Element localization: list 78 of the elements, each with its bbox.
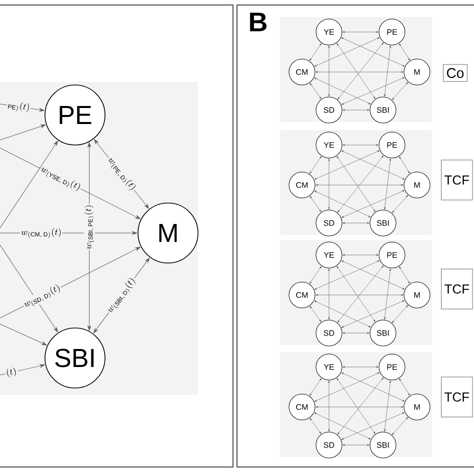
arrow <box>341 372 405 402</box>
arrow <box>341 300 405 328</box>
edge-label: $w_{\mathrm{(SBI,\,D)}}(t)$ <box>104 275 139 316</box>
arrow <box>392 305 408 323</box>
arrow <box>0 140 58 228</box>
arrow <box>342 222 370 224</box>
arrow <box>342 109 370 111</box>
arrow <box>392 82 408 100</box>
arrow <box>392 195 408 213</box>
arrow <box>0 244 58 332</box>
arrow <box>310 196 322 212</box>
arrow <box>342 254 378 256</box>
edge-label: $w_{\mathrm{(SD,\,D)}}(t)$ <box>21 282 64 311</box>
arrow <box>316 406 404 408</box>
arrow <box>316 294 404 296</box>
arrow <box>314 260 380 290</box>
arrow <box>336 378 376 434</box>
arrow <box>328 268 330 320</box>
arrow <box>314 300 371 328</box>
arrow <box>314 412 371 440</box>
arrow <box>310 306 322 322</box>
panel-letter: B <box>250 12 267 32</box>
condition-box: TCF <box>441 376 473 418</box>
arrow <box>310 83 322 99</box>
edge-label: ${}_{\mathrm{PE)}}(t)$ <box>6 100 32 114</box>
edge-label: $w_{\mathrm{(YSE,\,D)}}(t)$ <box>38 164 84 194</box>
edge-label: $(t)$ <box>4 366 18 379</box>
arrow <box>310 378 322 396</box>
arrow <box>384 268 392 320</box>
arrow <box>316 71 404 73</box>
arrow <box>314 150 380 180</box>
arrow <box>342 144 378 146</box>
arrow <box>341 38 405 66</box>
arrow <box>336 156 376 212</box>
arrow <box>384 46 392 96</box>
arrow <box>337 266 384 322</box>
condition-box: TCF <box>441 160 473 200</box>
arrow <box>328 158 330 210</box>
arrow <box>342 366 378 368</box>
edge-label: $w_{\mathrm{(CM,\,D)}}(t)$ <box>20 227 62 239</box>
arrow <box>337 42 384 100</box>
arrow <box>336 266 376 322</box>
arrow <box>314 78 371 104</box>
arrow <box>342 444 370 446</box>
arrow <box>399 44 410 60</box>
arrow <box>314 372 380 402</box>
arrow <box>310 266 322 284</box>
arrow <box>399 266 410 284</box>
arrow <box>336 43 376 99</box>
arrow <box>341 260 405 290</box>
arrow <box>342 31 378 33</box>
arrow <box>0 124 46 140</box>
arrow <box>0 364 45 376</box>
condition-box: TCF <box>441 268 473 310</box>
arrow <box>341 412 405 440</box>
arrow <box>316 184 404 186</box>
arrow <box>384 158 392 210</box>
arrow <box>341 150 405 180</box>
arrow <box>337 156 384 212</box>
arrow <box>341 190 405 218</box>
arrow <box>328 380 330 432</box>
arrow <box>314 190 371 218</box>
condition-box: Co <box>443 64 468 82</box>
arrow <box>0 324 47 346</box>
arrow <box>310 418 322 434</box>
arrow <box>310 43 322 61</box>
arrow <box>392 417 408 435</box>
arrow <box>384 380 392 432</box>
arrow <box>314 37 380 67</box>
edge-label: $w_{\mathrm{(SBI,\,PE)}}(t)$ <box>84 204 95 250</box>
arrow <box>399 378 410 396</box>
arrow <box>342 332 370 334</box>
arrow <box>399 156 410 174</box>
arrow <box>337 378 384 434</box>
arrow <box>341 77 405 105</box>
arrow <box>310 156 322 174</box>
edge-label: $w_{\mathrm{(PE,\,D)}}(t)$ <box>104 154 139 194</box>
arrow <box>328 46 330 96</box>
